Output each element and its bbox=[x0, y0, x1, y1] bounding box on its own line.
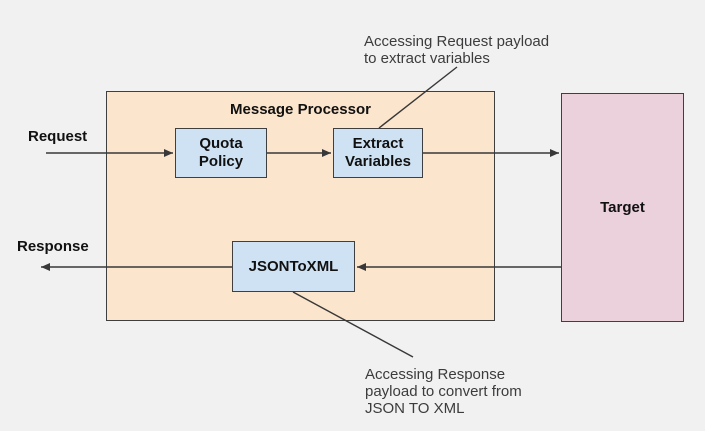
node-quota-policy-label-line2: Policy bbox=[198, 153, 244, 170]
node-extract-variables-label-line1: Extract bbox=[352, 135, 404, 152]
node-json-to-xml: JSONToXML bbox=[232, 241, 355, 292]
message-processor-title: Message Processor bbox=[230, 101, 371, 118]
response-payload-note-line3: JSON TO XML bbox=[365, 400, 465, 417]
node-json-to-xml-label: JSONToXML bbox=[248, 257, 339, 275]
node-quota-policy-label-line1: Quota bbox=[199, 135, 243, 152]
node-extract-variables: Extract Variables bbox=[333, 128, 423, 178]
request-payload-note-line1: Accessing Request payload bbox=[364, 33, 550, 50]
node-extract-variables-label-line2: Variables bbox=[345, 153, 411, 170]
request-payload-note-line2: to extract variables bbox=[364, 50, 490, 67]
response-payload-note-line2: payload to convert from bbox=[365, 383, 522, 400]
response-label: Response bbox=[17, 238, 89, 255]
request-label: Request bbox=[28, 128, 88, 145]
request-payload-note: Accessing Request payload to extract var… bbox=[364, 33, 549, 67]
node-quota-policy: Quota Policy bbox=[175, 128, 267, 178]
node-target-label: Target bbox=[600, 198, 645, 216]
response-payload-note: Accessing Response payload to convert fr… bbox=[365, 366, 522, 417]
response-payload-note-line1: Accessing Response bbox=[365, 366, 506, 383]
node-target: Target bbox=[561, 93, 684, 322]
